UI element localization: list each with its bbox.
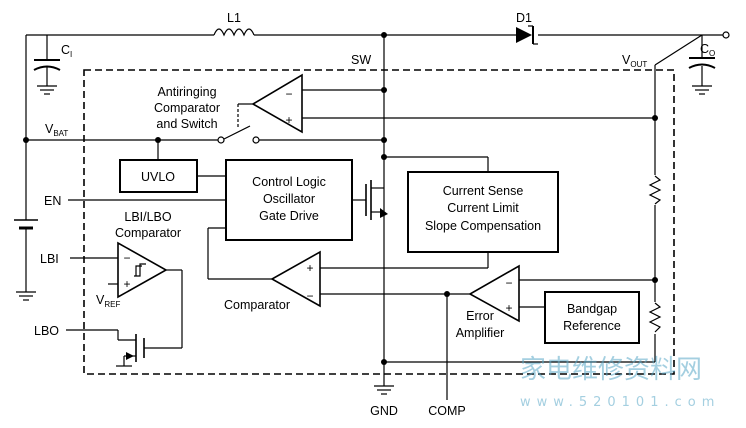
en-pin-label: EN <box>44 194 61 208</box>
watermark: 家电维修资料网 www.520101.com <box>520 355 720 410</box>
antiringing-label-2: Comparator <box>154 101 220 115</box>
watermark-url: www.520101.com <box>520 395 720 410</box>
error-amp-label-2: Amplifier <box>456 326 505 340</box>
current-sense-line-2: Current Limit <box>447 201 519 215</box>
output-capacitor <box>688 57 716 95</box>
input-network <box>14 35 218 301</box>
uvlo-label: UVLO <box>141 170 175 184</box>
gnd-pin-label: GND <box>370 404 398 418</box>
control-logic-line-3: Gate Drive <box>259 209 319 223</box>
comparator-minus: − <box>306 289 313 303</box>
output-cap-label: CO <box>700 42 715 58</box>
antiringing-label-1: Antiringing <box>157 85 216 99</box>
antiringing-minus: − <box>285 87 292 101</box>
lbo-mosfet <box>66 329 150 367</box>
comp-pin-label: COMP <box>428 404 466 418</box>
vout-label: VOUT <box>622 53 647 69</box>
feedback-divider <box>648 175 662 334</box>
antiringing-comparator <box>217 73 658 144</box>
comparator-label: Comparator <box>224 298 290 312</box>
comparator-plus: + <box>306 261 313 275</box>
gnd-symbol <box>374 385 394 395</box>
antiringing-label-3: and Switch <box>156 117 217 131</box>
control-logic-line-2: Oscillator <box>263 192 315 206</box>
inductor-label: L1 <box>227 11 241 25</box>
inductor-l1 <box>213 28 255 37</box>
ic-boundary <box>83 69 675 375</box>
current-sense-line-3: Slope Compensation <box>425 219 541 233</box>
current-sense-line-1: Current Sense <box>443 184 524 198</box>
vref-label: VREF <box>96 293 120 309</box>
sw-label: SW <box>351 53 371 67</box>
bandgap-line-1: Bandgap <box>567 302 617 316</box>
lbi-lbo-label-2: Comparator <box>115 226 181 240</box>
bandgap-block <box>544 291 640 344</box>
error-amp-plus: + <box>505 301 512 315</box>
lbi-pin-label: LBI <box>40 252 59 266</box>
error-amplifier <box>444 264 658 400</box>
antiringing-plus: + <box>285 113 292 127</box>
lbo-pin-label: LBO <box>34 324 59 338</box>
lbi-comparator-plus: + <box>123 277 130 291</box>
bandgap-line-2: Reference <box>563 319 621 333</box>
diode-d1 <box>516 25 538 45</box>
lbi-lbo-label-1: LBI/LBO <box>124 210 172 224</box>
error-amp-label-1: Error <box>466 309 494 323</box>
current-sense-block <box>407 171 559 253</box>
uvlo-block <box>119 159 198 193</box>
input-cap-label: CI <box>61 43 72 59</box>
diode-label: D1 <box>516 11 532 25</box>
control-logic-line-1: Control Logic <box>252 175 326 189</box>
lbi-lbo-comparator <box>70 241 183 349</box>
vbat-label: VBAT <box>45 122 68 138</box>
error-amp-minus: − <box>505 276 512 290</box>
watermark-cn: 家电维修资料网 <box>520 355 702 385</box>
power-mosfet <box>352 156 489 220</box>
vout-terminal <box>722 31 730 39</box>
lbi-comparator-minus: − <box>123 251 130 265</box>
